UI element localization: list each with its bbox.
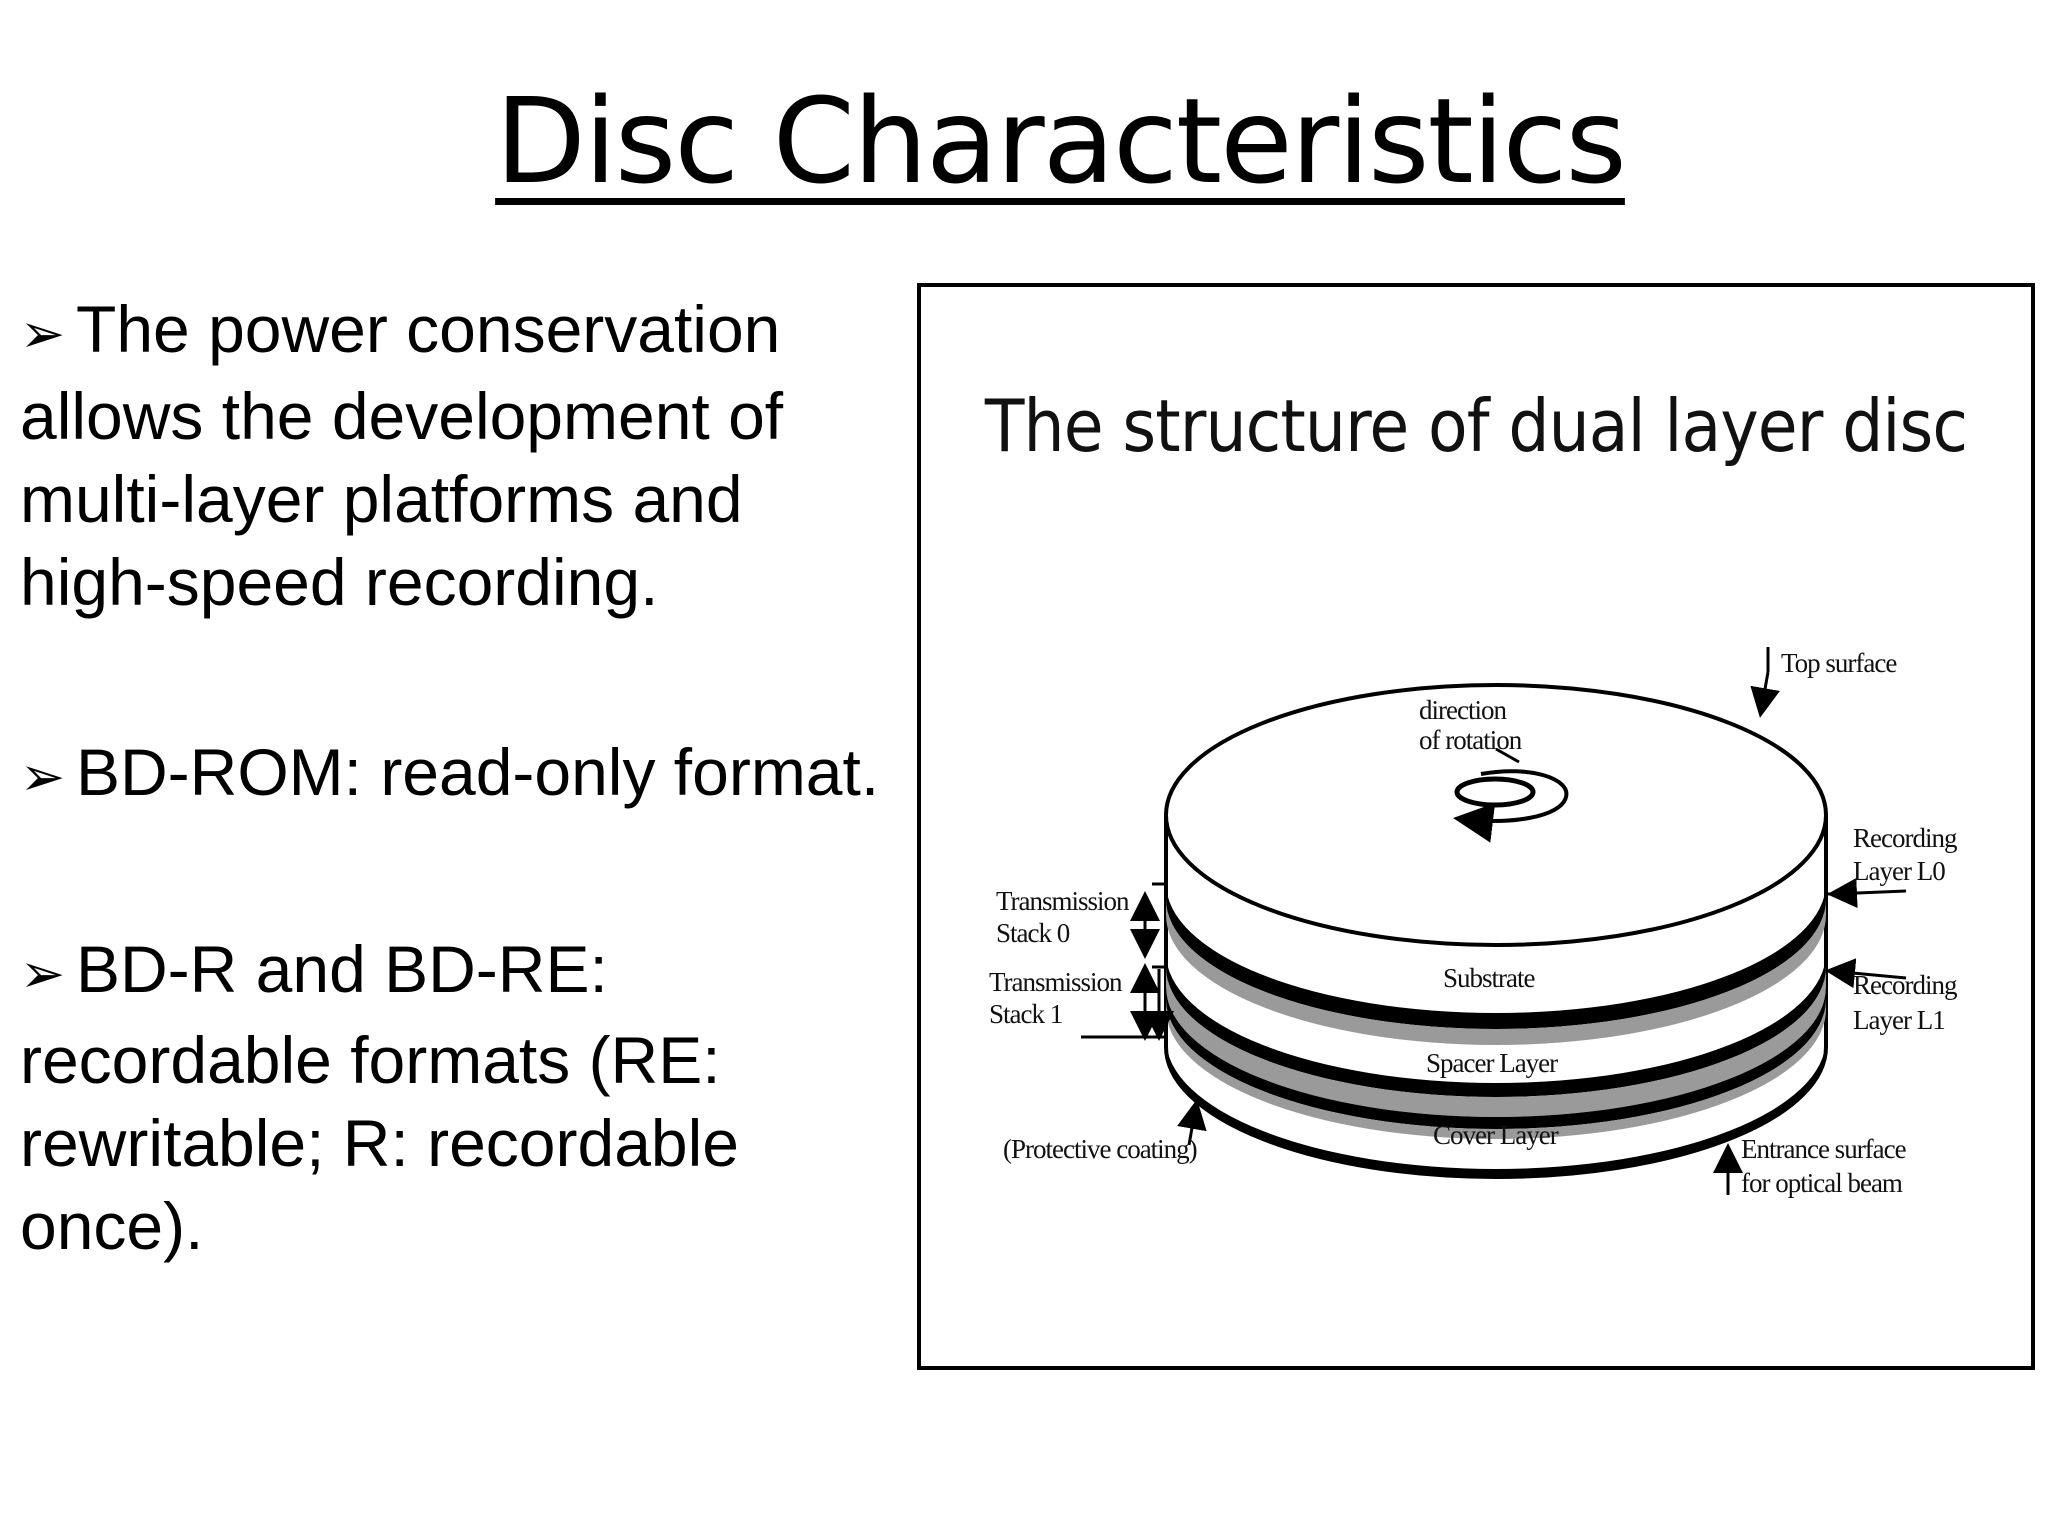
label-layer-l1: Layer L1 <box>1853 1005 1945 1035</box>
disc-top-surface <box>1164 683 1828 947</box>
bullet-text-line: rewritable; R: recordable <box>20 1106 739 1180</box>
disc-body <box>1164 683 1828 1179</box>
slide-title: Disc Characteristics <box>0 82 2048 200</box>
label-for-optical-beam: for optical beam <box>1741 1168 1903 1198</box>
label-entrance-surface: Entrance surface <box>1741 1134 1907 1164</box>
rotation-arrow-icon <box>1453 769 1569 843</box>
arrow-bullet-icon: ➢ <box>20 942 66 1005</box>
label-transmission-stack-1-a: Transmission <box>989 967 1123 997</box>
bullet-text-line: The power conservation <box>76 292 781 366</box>
label-spacer-layer: Spacer Layer <box>1426 1048 1558 1078</box>
arrow-bullet-icon: ➢ <box>20 302 66 365</box>
arrow-bullet-icon: ➢ <box>20 745 66 808</box>
label-layer-l0: Layer L0 <box>1853 856 1945 886</box>
slide-title-text: Disc Characteristics <box>495 72 1627 210</box>
bullet-text-line: high-speed recording. <box>20 545 659 619</box>
label-of-rotation: of rotation <box>1419 725 1523 755</box>
bullet-power-conservation: ➢The power conservation allows the devel… <box>20 288 783 624</box>
leader-lines <box>1081 647 1907 1195</box>
label-transmission-stack-0-a: Transmission <box>996 886 1130 916</box>
label-substrate: Substrate <box>1443 963 1536 993</box>
label-transmission-stack-0-b: Stack 0 <box>996 918 1070 948</box>
label-direction: direction <box>1419 695 1507 725</box>
bullet-text-line: allows the development of <box>20 379 784 453</box>
bullet-bd-rom: ➢BD-ROM: read-only format. <box>20 731 879 818</box>
dual-layer-disc-diagram: Top surface direction of rotation Record… <box>989 647 1958 1198</box>
bullet-text-line: multi-layer platforms and <box>20 462 743 536</box>
label-transmission-stack-1-b: Stack 1 <box>989 999 1062 1029</box>
bullet-text-line: BD-ROM: read-only format. <box>76 735 880 809</box>
bullet-text-line: recordable formats (RE: <box>20 1023 721 1097</box>
label-protective-coating: (Protective coating) <box>1003 1134 1197 1164</box>
label-cover-layer: Cover Layer <box>1433 1120 1559 1150</box>
label-recording-l1: Recording <box>1853 970 1957 1000</box>
bullet-text-line: once). <box>20 1189 204 1263</box>
label-recording-l0: Recording <box>1853 823 1957 853</box>
label-top-surface: Top surface <box>1781 648 1897 678</box>
disc-structure-figure: The structure of dual layer disc <box>917 283 2035 1370</box>
bullet-text-line: BD-R and BD-RE: <box>76 932 608 1006</box>
bullet-bd-r-re: ➢BD-R and BD-RE: recordable formats (RE:… <box>20 928 739 1268</box>
figure-title: The structure of dual layer disc <box>984 384 1968 468</box>
